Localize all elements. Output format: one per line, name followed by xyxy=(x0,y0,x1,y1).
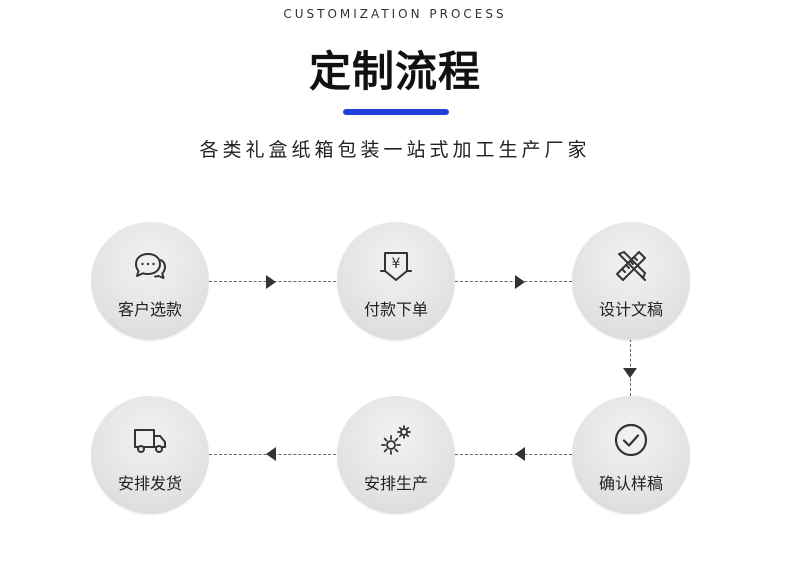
arrow-right-icon xyxy=(515,275,525,289)
ruler-pencil-icon xyxy=(611,246,651,286)
step-confirm-sample: 确认样稿 xyxy=(572,396,690,514)
step-select-style: 客户选款 xyxy=(91,222,209,340)
arrow-left-icon xyxy=(266,447,276,461)
connector-4-5 xyxy=(455,454,572,455)
chat-bubbles-icon xyxy=(130,246,170,286)
arrow-left-icon xyxy=(515,447,525,461)
connector-3-4 xyxy=(630,339,631,396)
step-label: 安排生产 xyxy=(363,474,428,493)
title-accent-bar xyxy=(343,109,449,115)
step-label: 客户选款 xyxy=(117,300,182,319)
yuen-payment-icon: ¥ xyxy=(376,246,416,286)
eyebrow-text: CUSTOMIZATION PROCESS xyxy=(283,7,507,21)
check-circle-icon xyxy=(611,420,651,460)
step-place-order: ¥ 付款下单 xyxy=(337,222,455,340)
truck-icon xyxy=(130,420,170,460)
step-label: 确认样稿 xyxy=(598,474,663,493)
page-title: 定制流程 xyxy=(308,47,481,96)
step-design: 设计文稿 xyxy=(572,222,690,340)
page-subtitle: 各类礼盒纸箱包装一站式加工生产厂家 xyxy=(199,139,591,161)
step-label: 安排发货 xyxy=(117,474,182,493)
arrow-down-icon xyxy=(623,368,637,378)
step-delivery: 安排发货 xyxy=(91,396,209,514)
step-production: 安排生产 xyxy=(337,396,455,514)
gears-icon xyxy=(376,420,416,460)
connector-2-3 xyxy=(455,281,572,282)
arrow-right-icon xyxy=(266,275,276,289)
step-label: 设计文稿 xyxy=(598,300,663,319)
step-label: 付款下单 xyxy=(363,300,428,319)
yuan-symbol: ¥ xyxy=(392,256,401,272)
